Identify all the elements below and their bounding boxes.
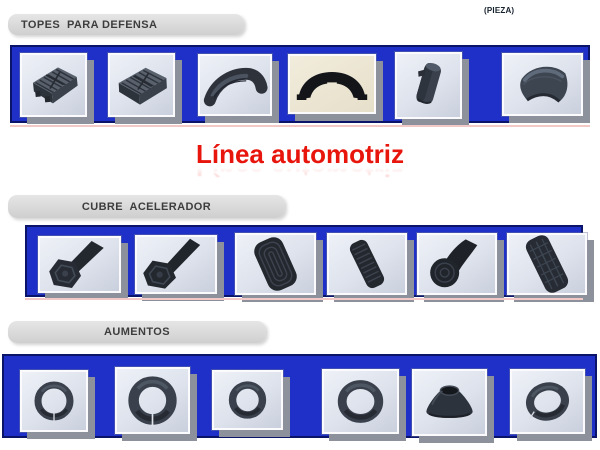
ribbed-block-stop-icon (118, 67, 167, 105)
unit-label: (PIEZA) (484, 6, 515, 15)
separator-line (10, 125, 590, 127)
hex-base-pedal-cover-icon (143, 238, 201, 289)
elongated-block-stop-icon (416, 62, 441, 104)
tagline-reflection: Línea automotriz (195, 163, 404, 181)
product-photo-ring-2 (115, 367, 190, 434)
curved-ribbed-stop-icon (203, 67, 268, 107)
band-cubre-acelerador (25, 225, 587, 297)
medium-ring-icon (228, 381, 267, 419)
product-photo-pedal-2 (135, 235, 217, 294)
ribbed-pedal-pad-icon (254, 237, 297, 291)
product-photo-ring-3 (212, 370, 283, 430)
section-title: AUMENTOS (104, 326, 170, 338)
product-photo-tope-6 (502, 53, 583, 116)
section-title: TOPES PARA DEFENSA (21, 18, 158, 31)
product-photo-tope-1 (20, 53, 87, 117)
tagline-block: Línea automotriz Línea automotriz (0, 139, 600, 181)
product-photo-tope-4 (288, 54, 376, 114)
cone-ring-icon (426, 385, 473, 418)
product-photo-pedal-5 (417, 233, 497, 295)
section-title: CUBRE ACELERADOR (81, 200, 212, 213)
narrow-ribbed-pad-icon (349, 239, 385, 289)
separator-line (25, 298, 583, 300)
thick-split-ring-icon (128, 376, 177, 427)
product-photo-tope-5 (395, 52, 462, 119)
product-photo-ring-6 (510, 369, 585, 434)
tagline-text: Línea automotriz (195, 139, 404, 169)
product-photo-pedal-3 (235, 233, 316, 295)
section-header-topes-para-defensa: TOPES PARA DEFENSA (8, 14, 244, 35)
section-header-aumentos: AUMENTOS (8, 321, 266, 343)
long-grid-pedal-pad-icon (525, 235, 569, 293)
product-photo-tope-3 (198, 54, 272, 116)
section-header-cubre-acelerador: CUBRE ACELERADOR (8, 195, 285, 218)
product-photo-pedal-1 (38, 236, 121, 293)
product-photo-pedal-6 (507, 233, 587, 295)
product-photo-tope-2 (108, 53, 175, 117)
tilted-ring-icon (526, 382, 569, 421)
product-photo-ring-5 (412, 369, 487, 436)
band-aumentos (2, 354, 597, 438)
product-photo-ring-1 (20, 370, 88, 432)
thick-ring-icon (337, 380, 384, 423)
product-photo-ring-4 (322, 369, 399, 434)
band-topes-para-defensa (10, 45, 590, 123)
arched-bumper-stop-icon (296, 72, 368, 100)
ribbed-block-stop-icon (32, 67, 78, 104)
thin-rubber-ring-icon (34, 381, 74, 422)
saddle-stop-icon (520, 66, 568, 103)
hex-base-pedal-cover-icon (49, 241, 104, 288)
product-photo-pedal-4 (327, 233, 407, 295)
round-base-pedal-icon (430, 239, 478, 288)
